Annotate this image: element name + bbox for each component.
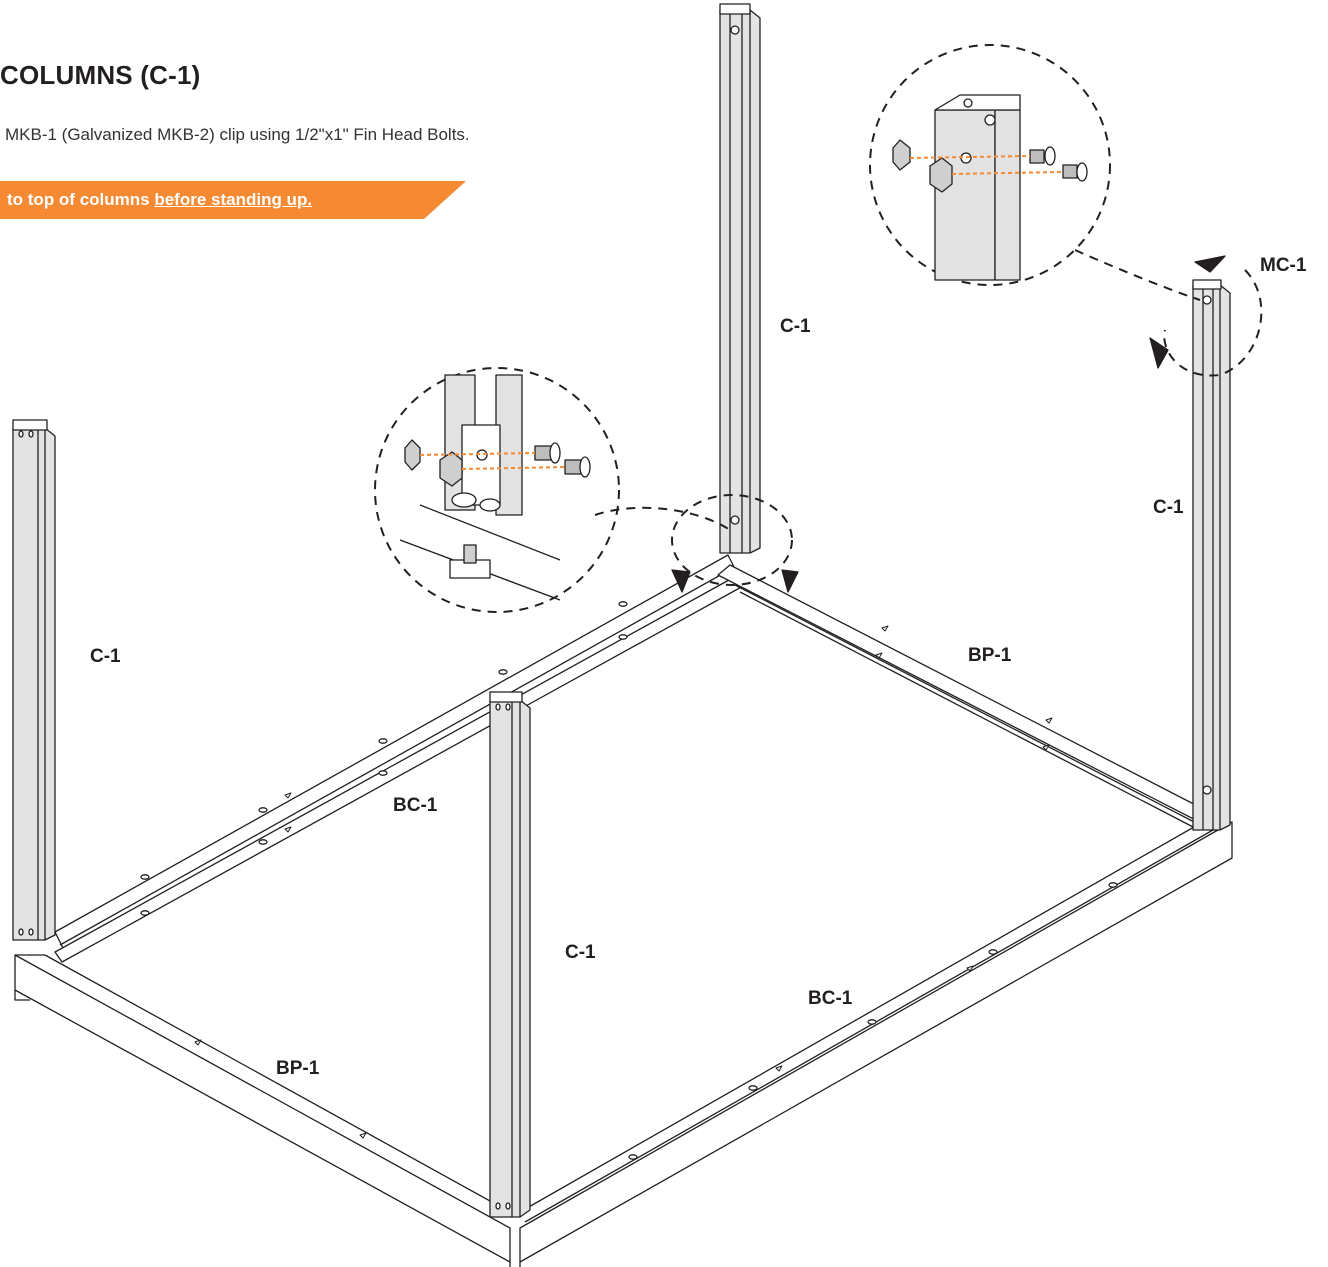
label-bc-left: BC-1 [393, 795, 438, 816]
leader-bottom [594, 494, 793, 586]
clip-description: MKB-1 (Galvanized MKB-2) clip using 1/2"… [5, 125, 470, 144]
leader-top [1074, 249, 1263, 377]
banner-emphasis: before standing up. [154, 190, 313, 209]
rail-triangle-marks [194, 625, 1053, 1139]
arrow-head-icon [671, 569, 691, 593]
label-bc-front: BC-1 [808, 988, 853, 1009]
foot-left [14, 990, 30, 1001]
nut-icon [929, 157, 953, 193]
base-frame [14, 554, 1233, 1267]
rail-back-right-inner2 [739, 591, 1196, 829]
rail-front-right [519, 821, 1233, 1263]
detail-callout-bottom [374, 367, 620, 613]
rail-back-right [717, 564, 1216, 831]
bolt-icon [534, 445, 552, 461]
banner-text: to top of columns [7, 190, 155, 209]
bolt-icon [1029, 149, 1045, 164]
label-bp-front: BP-1 [276, 1058, 320, 1079]
label-bp-right: BP-1 [968, 645, 1012, 666]
bolt-head-icon [549, 442, 561, 464]
bolt-head-icon [579, 456, 591, 478]
rail-front-right-top [519, 814, 1216, 1213]
column-right [1192, 279, 1231, 831]
label-column-right: C-1 [1153, 497, 1184, 518]
rail-front-left [14, 954, 511, 1263]
label-column-front: C-1 [565, 942, 596, 963]
bolt-icon [564, 459, 582, 475]
rail-front-left-top [44, 954, 511, 1213]
column-back-center [719, 3, 761, 554]
arrow-head-icon [1194, 255, 1226, 273]
nut-icon [439, 451, 463, 487]
column-left [12, 419, 56, 941]
label-mc: MC-1 [1260, 255, 1307, 276]
nut-icon [404, 439, 421, 471]
column-front [489, 691, 531, 1218]
label-column-left: C-1 [90, 646, 121, 667]
arrow-head-icon [1149, 337, 1169, 369]
foot-front [509, 1262, 521, 1267]
nut-icon [892, 139, 911, 171]
detail-callout-top [869, 44, 1111, 286]
bolt-icon [1062, 164, 1078, 179]
bolt-head-icon [1044, 146, 1056, 166]
rail-back-right-inner [734, 584, 1201, 826]
arrow-head-icon [781, 569, 799, 593]
rail-back-left [54, 554, 739, 953]
rail-back-left-inner [59, 567, 734, 946]
label-column-back-center: C-1 [780, 316, 811, 337]
bolt-head-icon [1076, 162, 1088, 182]
rail-back-left-lower [54, 574, 746, 963]
section-heading: COLUMNS (C-1) [0, 60, 201, 90]
instruction-banner: to top of columns before standing up. [0, 181, 466, 219]
